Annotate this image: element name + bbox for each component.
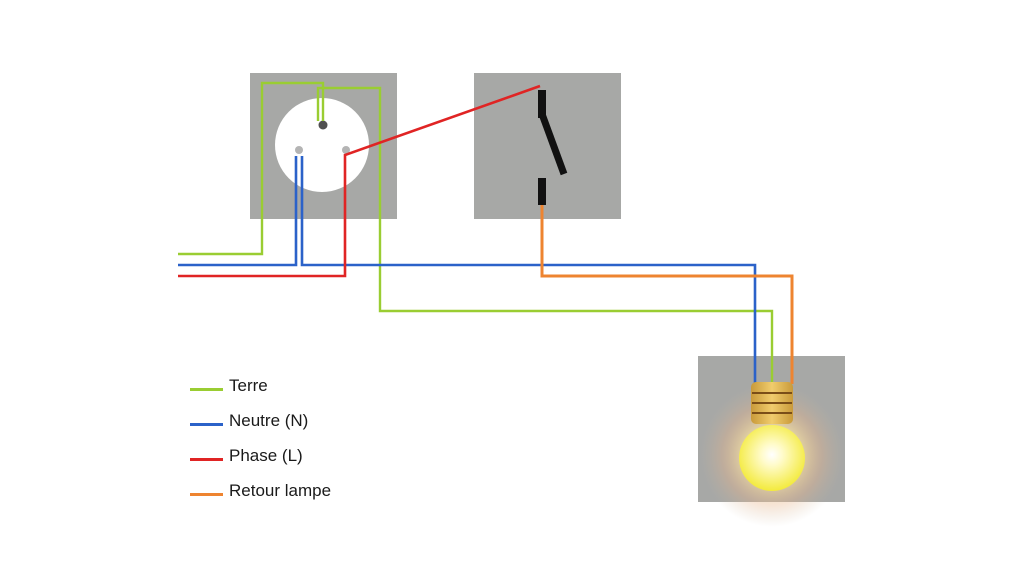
wire-phase — [178, 84, 541, 278]
switch-lever — [538, 112, 568, 176]
legend-swatch-lamp-return — [190, 493, 223, 496]
legend-swatch-phase — [190, 458, 223, 461]
switch-box — [474, 73, 621, 219]
switch-lower-terminal — [538, 178, 546, 205]
legend-swatch-neutral — [190, 423, 223, 426]
socket-hole-left — [295, 146, 303, 154]
switch-contacts — [538, 90, 568, 205]
wire-neutral — [178, 156, 757, 384]
socket-hole-right — [342, 146, 350, 154]
lightbulb-icon — [739, 382, 805, 491]
switch — [474, 73, 621, 219]
lamp-bulb — [739, 425, 805, 491]
legend-label-earth: Terre — [229, 376, 268, 395]
legend-label-lamp-return: Retour lampe — [229, 481, 332, 500]
legend-label-neutral: Neutre (N) — [229, 411, 309, 430]
legend-swatch-earth — [190, 388, 223, 391]
wire-lamp-return — [540, 205, 794, 384]
socket-earth-pin — [318, 120, 328, 130]
switch-upper-terminal — [538, 90, 546, 118]
legend-label-phase: Phase (L) — [229, 446, 303, 465]
wire-earth — [178, 81, 774, 384]
